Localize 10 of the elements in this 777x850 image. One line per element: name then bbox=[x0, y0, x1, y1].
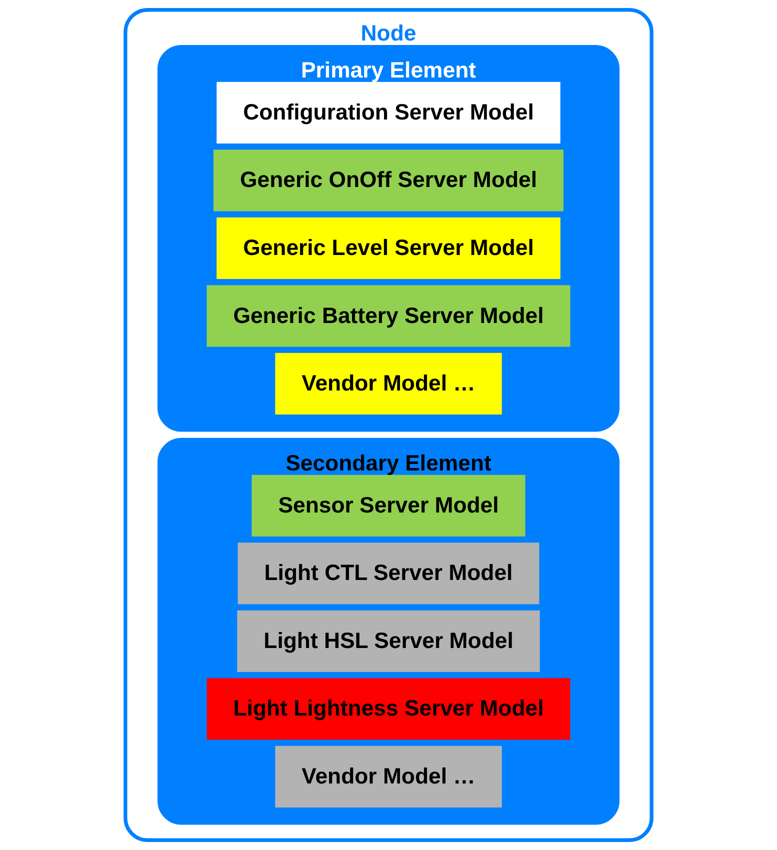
node-box bbox=[238, 542, 540, 604]
node-box bbox=[275, 352, 502, 415]
node-box bbox=[214, 150, 564, 212]
node-box bbox=[206, 285, 570, 347]
node-box bbox=[275, 746, 502, 808]
node-box bbox=[237, 610, 540, 672]
node-box bbox=[252, 474, 526, 536]
node-box bbox=[216, 82, 560, 144]
node-box bbox=[206, 678, 570, 740]
node-box bbox=[216, 217, 560, 280]
